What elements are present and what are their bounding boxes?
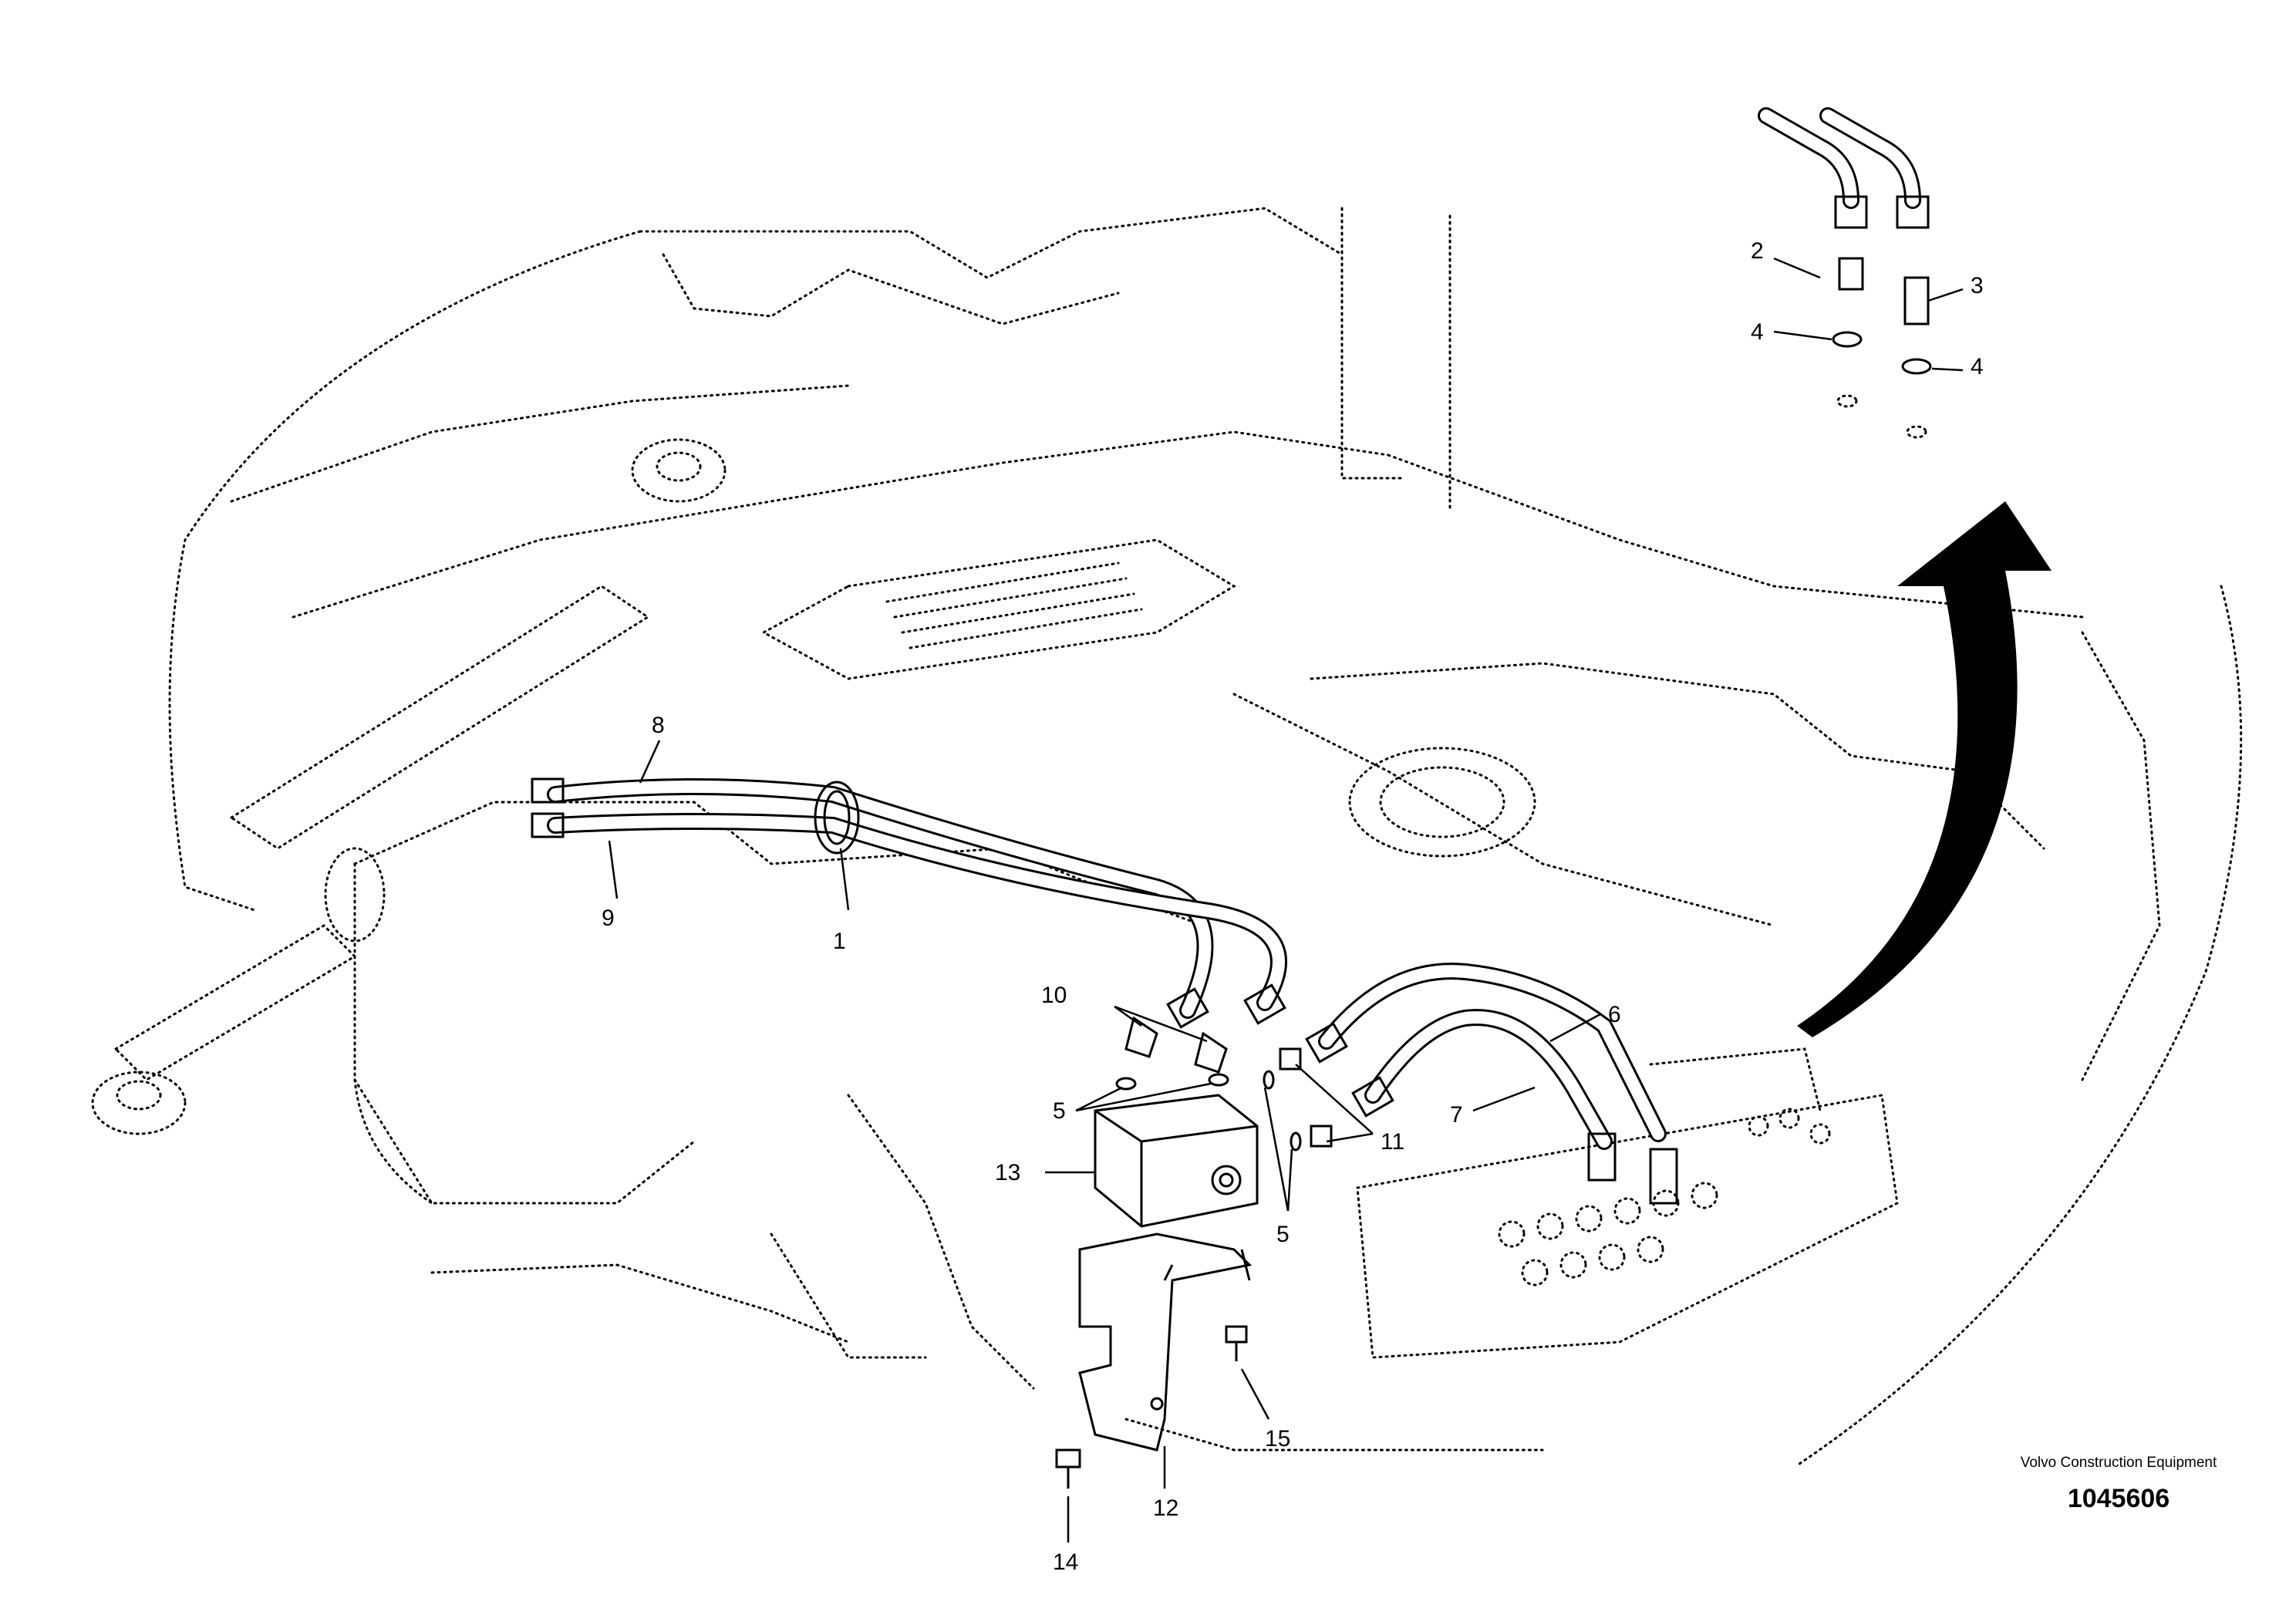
- callout-13: 13: [995, 1160, 1020, 1185]
- callout-6: 6: [1608, 1002, 1621, 1027]
- callout-4-right: 4: [1971, 354, 1984, 379]
- callout-2: 2: [1751, 238, 1764, 264]
- manifold-block: [1094, 1094, 1259, 1228]
- company-name: Volvo Construction Equipment: [2020, 1455, 2217, 1471]
- callout-3: 3: [1971, 273, 1984, 298]
- hose-assemblies: [531, 777, 1678, 1205]
- callout-15: 15: [1265, 1426, 1290, 1452]
- drawing-number: 1045606: [2067, 1484, 2170, 1513]
- boom-cylinder: [91, 438, 727, 1135]
- callout-8: 8: [652, 713, 665, 738]
- callout-14: 14: [1053, 1549, 1078, 1575]
- callout-7: 7: [1450, 1102, 1463, 1128]
- detail-inset: [1758, 107, 1932, 439]
- callout-9: 9: [602, 905, 615, 931]
- callout-labels: 1 2 3 4 4 5 5 6 7 8 9 10 11 12 13 14 15: [602, 238, 1984, 1575]
- callout-11: 11: [1381, 1129, 1404, 1155]
- leader-lines: [608, 257, 1964, 1543]
- fittings-and-washers: [1115, 1016, 1333, 1152]
- mounting-bracket: [1078, 1233, 1253, 1452]
- screws: [1055, 1325, 1248, 1489]
- callout-4-left: 4: [1751, 319, 1764, 345]
- callout-1: 1: [833, 929, 846, 954]
- callout-10: 10: [1041, 983, 1067, 1008]
- detail-arrow-icon: [1797, 501, 2052, 1037]
- callout-5-lower: 5: [1276, 1222, 1290, 1247]
- callout-12: 12: [1153, 1496, 1178, 1521]
- callout-5-upper: 5: [1053, 1098, 1066, 1124]
- control-valve-block: [1356, 1047, 1899, 1359]
- machine-frame-outline: [168, 207, 2243, 1467]
- drawing-caption: Volvo Construction Equipment 1045606: [2003, 1455, 2234, 1514]
